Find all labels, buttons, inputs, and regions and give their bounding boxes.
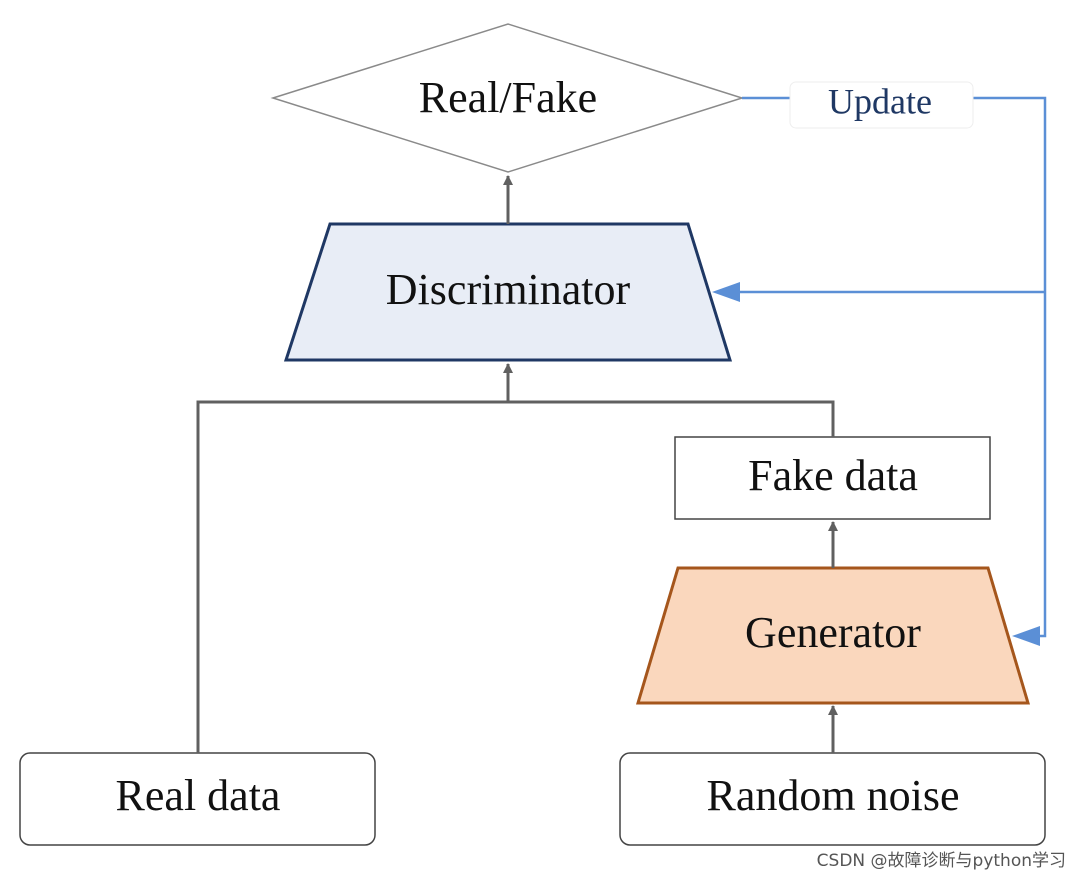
discriminator-node: Discriminator <box>283 222 733 362</box>
decision-label: Real/Fake <box>419 73 597 122</box>
connector-real-data-to-merge <box>196 400 835 753</box>
fake-data-node: Fake data <box>674 436 991 520</box>
random-noise-node: Random noise <box>619 752 1046 846</box>
update-label-box <box>789 81 974 129</box>
generator-shape <box>635 566 1031 705</box>
generator-label: Generator <box>745 608 921 657</box>
fake-data-label: Fake data <box>748 451 918 500</box>
update-arrowhead-generator <box>1012 626 1040 646</box>
decision-node: Real/Fake <box>270 23 745 173</box>
random-noise-label: Random noise <box>707 771 960 820</box>
update-feedback: Update <box>712 81 1047 646</box>
watermark: CSDN @故障诊断与python学习 <box>817 851 1066 871</box>
update-label: Update <box>828 81 932 121</box>
fake-data-box <box>674 436 991 520</box>
update-arrowhead-discriminator <box>712 282 740 302</box>
flow-connectors <box>196 175 838 753</box>
update-line-right <box>973 96 1047 638</box>
discriminator-label: Discriminator <box>386 265 631 314</box>
discriminator-shape <box>283 222 733 362</box>
real-data-node: Real data <box>19 752 376 846</box>
real-data-label: Real data <box>116 771 281 820</box>
generator-node: Generator <box>635 566 1031 705</box>
